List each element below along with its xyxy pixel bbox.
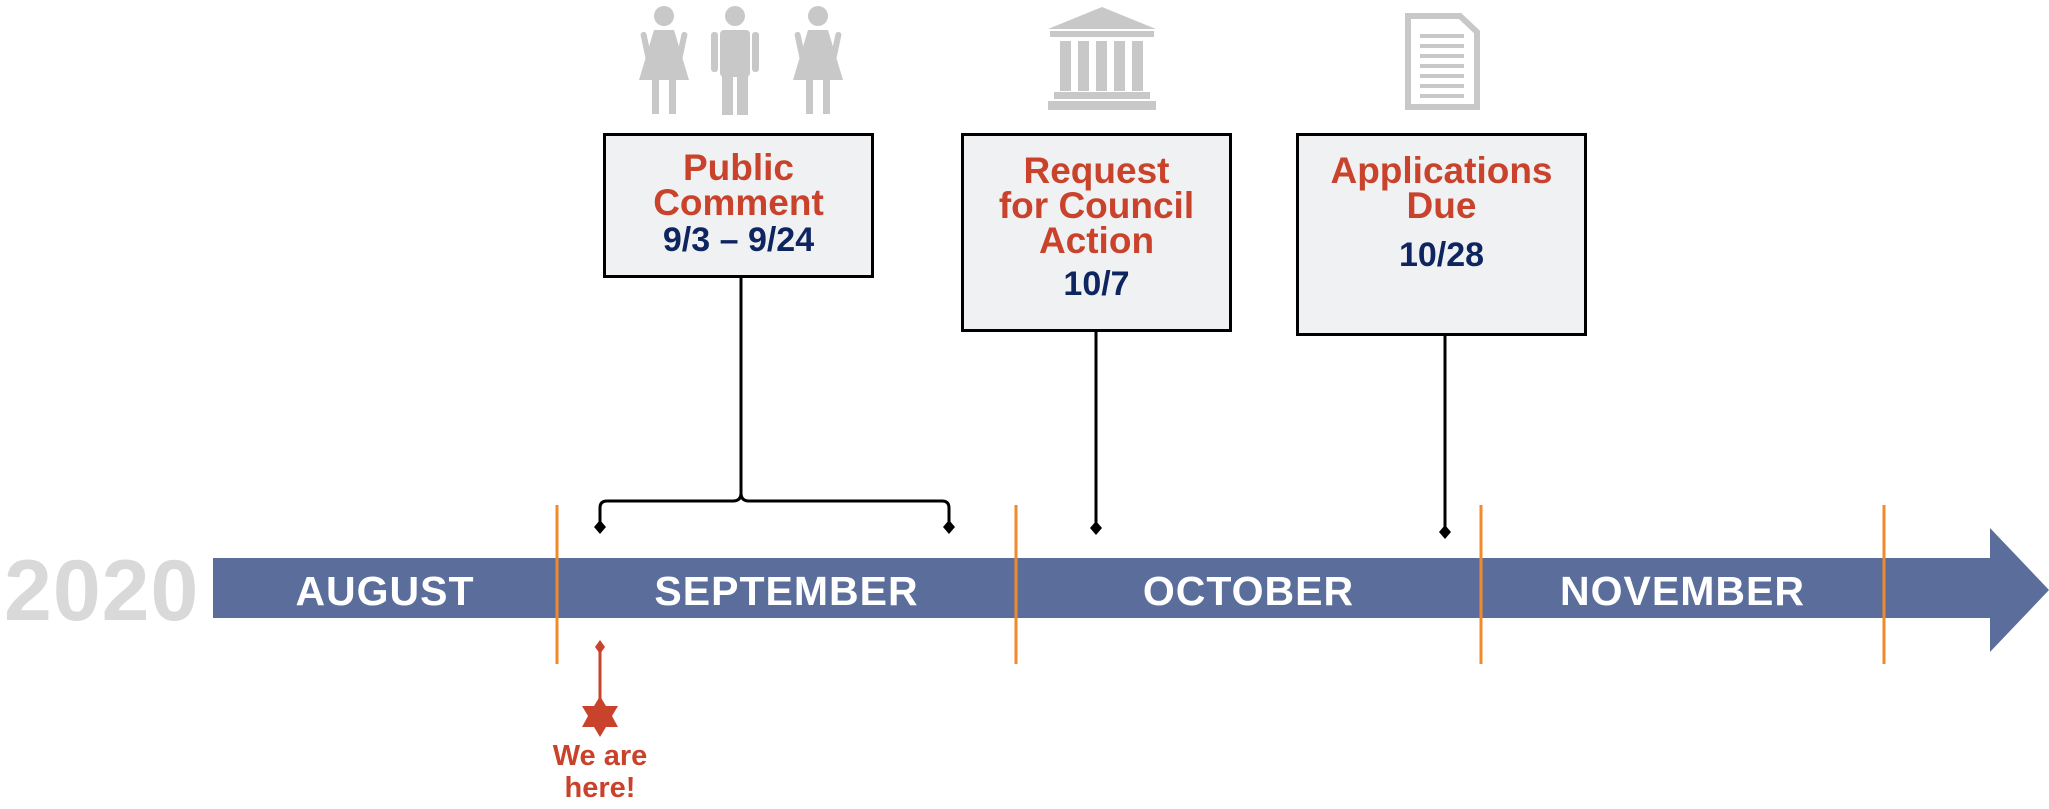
applications-diamond (1439, 525, 1451, 539)
we-are-here-line: here! (564, 772, 636, 804)
public-comment-bracket (598, 492, 951, 525)
document-icon (1405, 13, 1480, 110)
bracket-diamond-left (594, 520, 606, 534)
people-icon (639, 6, 843, 115)
month-dividers (555, 505, 1886, 664)
milestone-date: 9/3 – 9/24 (662, 221, 815, 259)
milestone-title: Due (1406, 185, 1477, 226)
marker-diamond (595, 640, 605, 654)
month-label-november: NOVEMBER (1560, 568, 1805, 614)
milestone-title: Public (682, 147, 795, 188)
we-are-here-line: We are (552, 740, 648, 772)
year-label: 2020 (4, 543, 200, 639)
month-label-october: OCTOBER (1142, 568, 1355, 614)
we-are-here-label: We are here! (520, 740, 680, 804)
current-position-marker (582, 640, 618, 737)
milestone-title: for Council (998, 185, 1195, 226)
timeline-arrow (213, 528, 2049, 652)
milestone-applications-due: Applications Due 10/28 (1296, 133, 1587, 336)
milestone-title: Action (1038, 220, 1155, 261)
milestone-title: Applications (1330, 150, 1553, 191)
milestone-title: Request (1023, 150, 1170, 191)
month-label-september: SEPTEMBER (654, 568, 919, 614)
milestone-date: 10/7 (1063, 265, 1130, 303)
milestone-council-action: Request for Council Action 10/7 (961, 133, 1232, 332)
bracket-diamond-right (943, 520, 955, 534)
milestone-public-comment: Public Comment 9/3 – 9/24 (603, 133, 874, 278)
council-action-diamond (1090, 521, 1102, 535)
milestone-title: Comment (653, 182, 824, 223)
month-label-august: AUGUST (295, 568, 475, 614)
star-icon (582, 696, 618, 737)
milestone-date: 10/28 (1398, 236, 1485, 274)
government-building-icon (1048, 7, 1156, 110)
